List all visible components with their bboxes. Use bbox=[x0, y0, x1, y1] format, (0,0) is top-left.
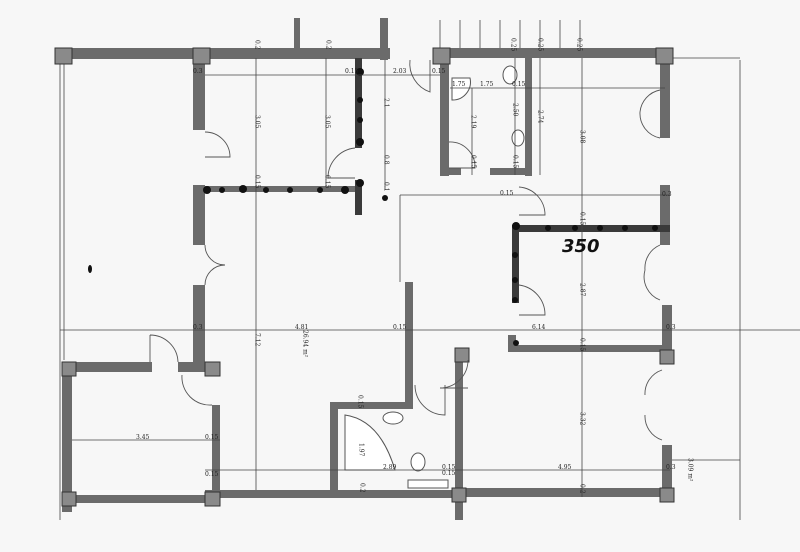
dim-label: 1.75 bbox=[480, 81, 494, 88]
bathroom-fixtures bbox=[344, 65, 525, 489]
dim-label: 2.87 bbox=[579, 283, 586, 297]
dim-label: 0.15 bbox=[393, 324, 407, 331]
dim-label: 2.50 bbox=[512, 103, 519, 117]
dim-label: 1.75 bbox=[452, 81, 466, 88]
dim-label: 0.15 bbox=[432, 68, 446, 75]
dim-label: 3.45 bbox=[136, 434, 150, 441]
dim-label: 0.2 bbox=[579, 484, 586, 494]
dim-label: 0.15 bbox=[442, 470, 456, 477]
doors bbox=[149, 59, 663, 441]
dim-label: 3.08 bbox=[579, 130, 586, 144]
dim-label: 0.15 bbox=[324, 175, 331, 189]
area-label: 26.94 m² bbox=[302, 330, 309, 358]
dim-label: 3.05 bbox=[324, 115, 331, 129]
columns bbox=[54, 47, 675, 507]
dim-label: 2.19 bbox=[470, 115, 477, 129]
dim-label: 0.15 bbox=[579, 212, 586, 226]
dim-label: 0.1 bbox=[383, 182, 390, 192]
dim-label: 3.05 bbox=[254, 115, 261, 129]
dim-label: 0.3 bbox=[193, 68, 203, 75]
dim-label: 0.15 bbox=[345, 68, 359, 75]
dim-label: 0.3 bbox=[666, 464, 676, 471]
dim-label: 2.89 bbox=[383, 464, 397, 471]
dim-label: 0.15 bbox=[205, 471, 219, 478]
toilet-icon bbox=[502, 65, 518, 85]
dim-label: 0.15 bbox=[500, 190, 514, 197]
dim-label: 2.03 bbox=[393, 68, 407, 75]
dim-label: 0.2 bbox=[325, 40, 332, 50]
marker-dots bbox=[88, 68, 658, 346]
dim-label: 2.1 bbox=[383, 98, 390, 108]
handwritten-note: 350 bbox=[562, 236, 600, 257]
dim-label: 0.15 bbox=[357, 395, 364, 409]
dim-label: 0.15 bbox=[512, 81, 526, 88]
dim-label: 0.15 bbox=[470, 155, 477, 169]
dim-label: 6.14 bbox=[532, 324, 546, 331]
dim-label: 4.95 bbox=[558, 464, 572, 471]
dim-label: 2.74 bbox=[537, 110, 544, 124]
dim-label: 0.2 bbox=[254, 40, 261, 50]
dim-label: 1.97 bbox=[358, 443, 365, 457]
toilet-icon bbox=[410, 452, 426, 472]
dim-label: 4.81 bbox=[295, 324, 308, 331]
dimension-labels: 0.2 0.2 0.3 0.15 2.03 0.15 3.05 3.05 2.1… bbox=[136, 38, 694, 494]
dim-label: 0.15 bbox=[512, 155, 519, 169]
dim-label: 0.8 bbox=[383, 155, 390, 165]
dim-label: 0.3 bbox=[193, 324, 203, 331]
dim-label: 0.15 bbox=[205, 434, 219, 441]
shower-icon bbox=[451, 77, 471, 101]
dim-label: 7.12 bbox=[254, 333, 261, 347]
dim-label: 0.2 bbox=[359, 483, 366, 493]
area-label: 3.09 m² bbox=[687, 458, 694, 482]
boundary-lines bbox=[59, 20, 741, 520]
dim-label: 0.25 bbox=[576, 38, 583, 52]
dimension-lines bbox=[60, 58, 800, 497]
dim-label: 0.15 bbox=[254, 175, 261, 189]
dim-label: 3.32 bbox=[579, 412, 586, 426]
sink-icon bbox=[511, 129, 525, 147]
dim-label: 0.25 bbox=[537, 38, 544, 52]
sink-icon bbox=[382, 411, 404, 425]
dim-label: 0.3 bbox=[666, 324, 676, 331]
dim-label: 0.25 bbox=[510, 38, 517, 52]
dim-label: 0.15 bbox=[442, 464, 456, 471]
dim-label: 0.3 bbox=[662, 191, 672, 198]
dim-label: 0.15 bbox=[579, 338, 586, 352]
